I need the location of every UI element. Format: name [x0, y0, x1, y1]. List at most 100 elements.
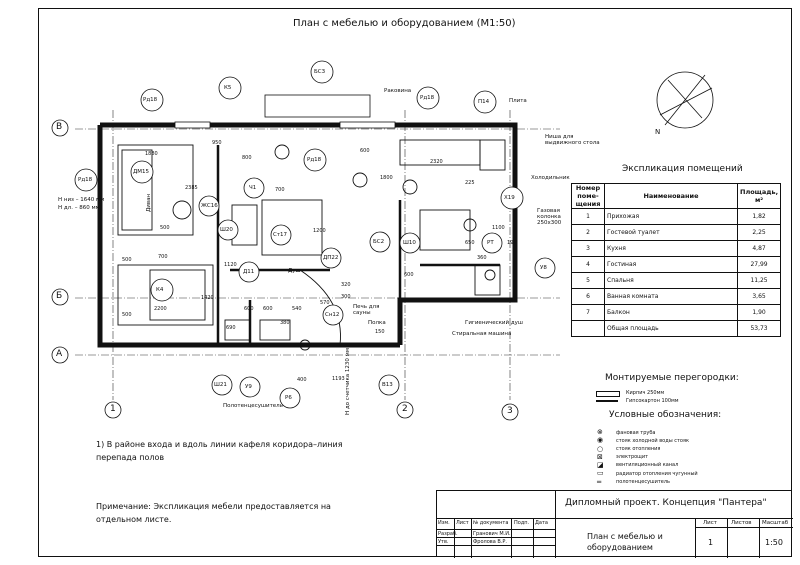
label-pd18-c: Рд18: [307, 157, 322, 163]
heating-riser-icon: ○: [597, 444, 604, 453]
dim-650: 650: [465, 240, 475, 246]
label-pech: Печь для сауны: [353, 304, 380, 316]
explication-title: Экспликация помещений: [622, 164, 743, 174]
label-sn12: Сн12: [325, 312, 340, 318]
dim-1800: 1800: [380, 175, 393, 181]
label-sh10: Ш10: [403, 240, 416, 246]
dim-600-b: 600: [244, 306, 254, 312]
axis-1: 1: [110, 404, 116, 414]
compass-rose: [656, 71, 714, 129]
stamp-razrab-label: Разраб.: [438, 531, 458, 537]
dim-600-d: 600: [404, 272, 414, 278]
fan-pipe-icon: ⊗: [597, 428, 603, 436]
label-ch1: Ч1: [249, 185, 257, 191]
partitions-title: Монтируемые перегородки:: [605, 373, 739, 383]
label-d11: Д11: [243, 269, 255, 275]
dim-950: 950: [212, 140, 222, 146]
note-explication: Примечание: Экспликация мебели предостав…: [96, 502, 331, 524]
dim-800: 800: [242, 155, 252, 161]
label-dm15: ДМ15: [133, 169, 150, 175]
label-polka: Полка: [368, 320, 386, 326]
dim-700-b: 700: [158, 254, 168, 260]
dim-2200: 2200: [154, 306, 167, 312]
dim-600-c: 600: [263, 306, 273, 312]
label-stir: Стиральная машина: [452, 331, 512, 337]
label-st17: Ст17: [273, 232, 288, 238]
axis-a: А: [56, 349, 63, 359]
symbol-vent: вентиляционный канал: [616, 462, 679, 468]
symbol-cold-water: стояк холодной воды стояк: [616, 438, 689, 444]
partition-drywall: Гипсокартон 100мм: [626, 398, 679, 404]
stamp-prov-name: Фролова В.Р.: [473, 539, 508, 545]
label-v13: В13: [382, 382, 393, 388]
label-rakovina: Раковина: [384, 88, 412, 94]
symbol-fan: фановая труба: [616, 430, 656, 436]
label-pd18-a: Рд18: [143, 97, 158, 103]
stamp-scale-header: Масштаб: [762, 520, 789, 526]
dim-600-a: 600: [360, 148, 370, 154]
stamp-razrab-name: Гранович М.И.: [473, 531, 511, 537]
note-floor-level: 1) В районе входа и вдоль линии кафеля к…: [96, 440, 343, 462]
title-block: Дипломный проект. Концепция "Пантера" Из…: [436, 490, 793, 558]
label-divan: Диван: [146, 193, 153, 213]
stamp-col-data: Дата: [535, 520, 548, 526]
label-plita: Плита: [509, 98, 527, 104]
stamp-col-list: Лист: [456, 520, 469, 526]
dim-1193: 1193: [332, 376, 345, 382]
label-gig-dush: Гигиенический душ: [465, 320, 523, 326]
dim-570: 570: [320, 300, 330, 306]
drawing-frame: [38, 8, 792, 557]
label-nisha: Ниша для выдвижного стола: [545, 134, 600, 146]
dim-150: 150: [375, 329, 385, 335]
dim-197: 197: [507, 240, 517, 246]
stamp-sheet-title: План с мебелью и оборудованием: [587, 532, 663, 552]
symbols-icons: ⊗ ◉ ○ ⊠ ◪ ▭ ═: [597, 428, 604, 486]
dim-500-b: 500: [122, 257, 132, 263]
label-pt: РТ: [487, 240, 494, 246]
towel-dryer-icon: ═: [597, 477, 602, 486]
stamp-scale: 1:50: [765, 538, 783, 547]
label-schetchik: Н до счетчика 1230 мм: [345, 348, 351, 415]
symbol-towel: полотенцесушитель: [616, 479, 670, 485]
axis-2: 2: [402, 404, 408, 414]
symbol-radiator: радиатор отопления чугунный: [616, 471, 698, 477]
label-dp22: ДП22: [323, 255, 339, 261]
label-bs2: БС2: [373, 239, 385, 245]
dim-1420: 1420: [201, 295, 214, 301]
label-sh20: Ш20: [220, 227, 233, 233]
partition-drywall-swatch: [596, 400, 618, 402]
dim-225: 225: [465, 180, 475, 186]
explication-table: Номер поме- щения Наименование Площадь, …: [571, 183, 782, 337]
dim-380: 380: [280, 320, 290, 326]
label-u9: У9: [245, 384, 252, 390]
label-sh21: Ш21: [214, 382, 227, 388]
label-pd18-b: Рд18: [420, 95, 435, 101]
page-title: План с мебелью и оборудованием (М1:50): [293, 18, 516, 29]
symbol-heating: стояк отопления: [616, 446, 661, 452]
label-dush: Душ: [288, 268, 301, 274]
stamp-list-header: Лист: [703, 520, 717, 526]
dim-400: 400: [297, 377, 307, 383]
label-pd18-d: Рд18: [78, 177, 93, 183]
dim-1880: 1880: [145, 151, 158, 157]
expl-header-num: Номер поме- щения: [571, 183, 605, 209]
cold-water-icon: ◉: [597, 436, 604, 445]
stamp-list: 1: [708, 538, 714, 547]
partition-brick-swatch: [596, 391, 620, 397]
stamp-prov-label: Утв.: [438, 539, 449, 545]
label-k4: К4: [156, 287, 164, 293]
expl-header-name: Наименование: [604, 183, 738, 209]
stamp-project: Дипломный проект. Концепция "Пантера": [565, 498, 767, 508]
label-height-b: Н дл. – 860 мм: [58, 205, 100, 211]
label-gaz: Газовая колонка 250х300: [537, 208, 562, 226]
axis-3: 3: [507, 406, 513, 416]
compass-north: N: [655, 128, 661, 136]
label-holod: Холодильник: [531, 175, 570, 181]
